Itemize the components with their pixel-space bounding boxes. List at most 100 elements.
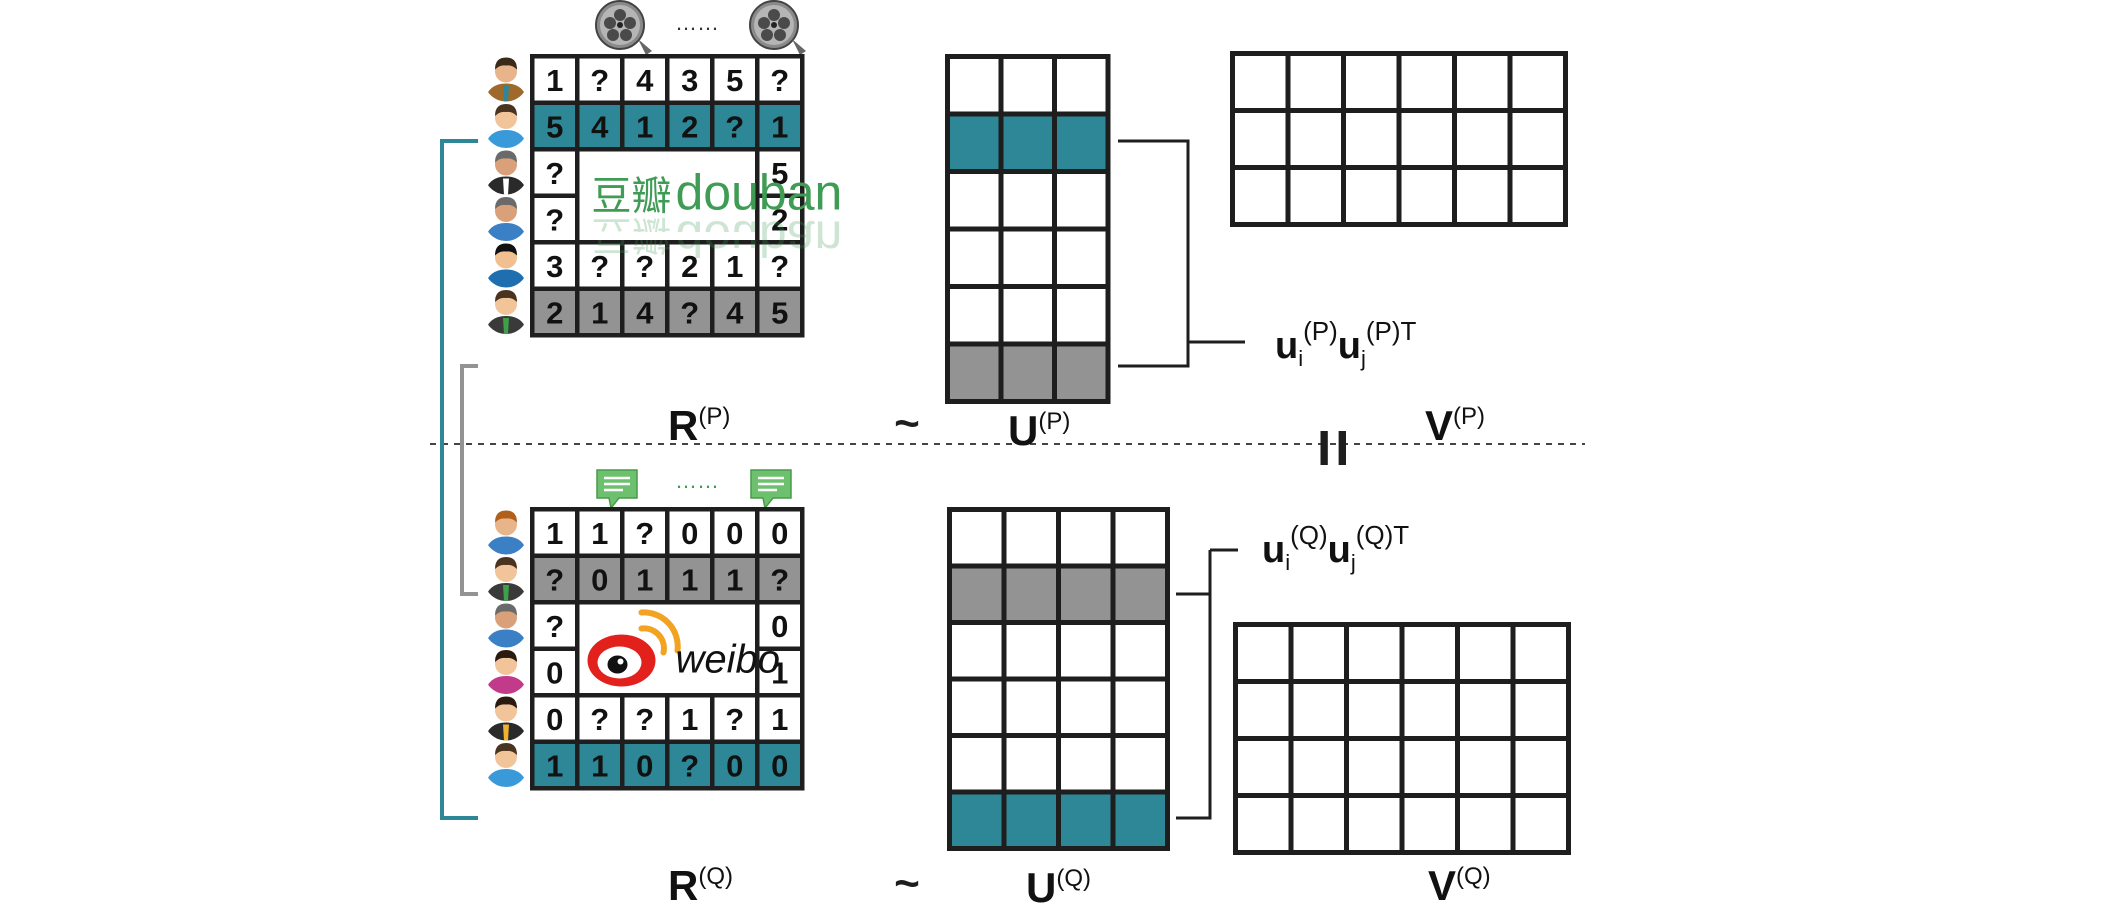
matrix-cell — [950, 174, 999, 227]
rating-cell — [669, 105, 710, 147]
rating-value: ? — [770, 563, 789, 598]
user-avatar-icon — [484, 104, 528, 148]
matrix-cell — [1238, 798, 1289, 850]
matrix-cell — [1515, 627, 1566, 679]
matrix-cell — [1457, 56, 1508, 108]
matrix-cell — [1057, 289, 1106, 342]
rating-cell — [759, 105, 800, 147]
rating-value: 1 — [681, 563, 698, 598]
matrix-cell — [1404, 684, 1455, 736]
matrix-cell — [1003, 289, 1052, 342]
rating-value: 2 — [546, 296, 563, 331]
rating-cell — [534, 105, 575, 147]
rating-value: 5 — [771, 296, 788, 331]
rating-value: 1 — [591, 296, 608, 331]
top-r-matrix-label: R(P) — [668, 402, 730, 449]
matrix-cell — [950, 346, 999, 399]
rating-cell — [759, 198, 800, 240]
rating-value: ? — [545, 563, 564, 598]
matrix-cell — [1290, 113, 1341, 165]
rating-value: 1 — [591, 749, 608, 784]
matrix-cell — [1457, 170, 1508, 222]
rating-value: ? — [635, 249, 654, 284]
top-approx-tilde: ~ — [894, 399, 920, 448]
rating-value: 5 — [726, 63, 743, 98]
matrix-cell — [1404, 798, 1455, 850]
rating-value: ? — [545, 156, 564, 191]
rating-cell — [669, 291, 710, 333]
matrix-cell — [1061, 681, 1111, 733]
bottom-u-bracket — [1176, 548, 1238, 820]
rating-value: 1 — [591, 516, 608, 551]
rating-value: ? — [725, 110, 744, 145]
rating-value: ? — [680, 296, 699, 331]
matrix-cell — [1512, 113, 1563, 165]
rating-value: ? — [635, 702, 654, 737]
rating-cell — [579, 697, 620, 740]
matrix-cell — [1238, 684, 1289, 736]
rating-value: 3 — [681, 63, 698, 98]
user-avatar-icon — [484, 243, 528, 288]
rating-cell — [714, 58, 755, 101]
rating-cell — [759, 58, 800, 101]
rating-value: ? — [770, 63, 789, 98]
rating-value: 1 — [636, 563, 653, 598]
rating-cell — [534, 651, 575, 693]
weibo-logo: weibo — [587, 609, 780, 687]
matrix-cell — [1457, 113, 1508, 165]
top-v-matrix — [1230, 51, 1568, 227]
rating-cell — [624, 511, 665, 554]
rating-cell — [759, 651, 800, 693]
rating-cell — [759, 744, 800, 786]
matrix-cell — [1115, 568, 1165, 620]
matrix-cell — [1115, 625, 1165, 677]
rating-cell — [669, 58, 710, 101]
rating-cell — [534, 58, 575, 101]
matrix-cell — [1293, 741, 1344, 793]
user-avatar-icon — [484, 557, 528, 601]
rating-value: 2 — [771, 203, 788, 238]
matrix-cell — [1349, 627, 1400, 679]
matrix-cell — [950, 116, 999, 169]
rating-cell — [534, 511, 575, 554]
rating-value: 2 — [681, 249, 698, 284]
top-v-matrix-label: V(P) — [1425, 402, 1485, 449]
matrix-cell — [1057, 346, 1106, 399]
top-logo-area — [579, 151, 755, 240]
matrix-cell — [1512, 56, 1563, 108]
rating-value: 0 — [726, 516, 743, 551]
matrix-cell — [1006, 512, 1056, 564]
comment-bubble-icon — [750, 469, 792, 510]
bottom-r-matrix-label: R(Q) — [668, 862, 733, 909]
rating-value: 3 — [546, 249, 563, 284]
shared-user-connector-teal — [440, 139, 478, 820]
user-avatar-icon — [484, 150, 528, 195]
matrix-cell — [1293, 627, 1344, 679]
rating-cell — [579, 244, 620, 287]
rating-value: 0 — [726, 749, 743, 784]
matrix-cell — [1460, 798, 1511, 850]
rating-value: 0 — [591, 563, 608, 598]
matrix-cell — [1061, 512, 1111, 564]
matrix-cell — [952, 568, 1002, 620]
rating-cell — [534, 291, 575, 333]
rating-value: 2 — [681, 110, 698, 145]
rating-value: 4 — [636, 296, 654, 331]
shared-user-connector-gray — [460, 364, 478, 596]
rating-cell — [624, 558, 665, 600]
matrix-cell — [1401, 170, 1452, 222]
matrix-cell — [1057, 231, 1106, 284]
matrix-cell — [1512, 170, 1563, 222]
user-avatar-icon — [484, 650, 528, 694]
matrix-cell — [1515, 741, 1566, 793]
matrix-cell — [1404, 627, 1455, 679]
rating-value: 4 — [591, 110, 609, 145]
matrix-cell — [1057, 59, 1106, 112]
rating-cell — [579, 58, 620, 101]
rating-value: 1 — [546, 63, 563, 98]
rating-value: 5 — [771, 156, 788, 191]
user-avatar-icon — [484, 603, 528, 648]
rating-value: 0 — [771, 749, 788, 784]
